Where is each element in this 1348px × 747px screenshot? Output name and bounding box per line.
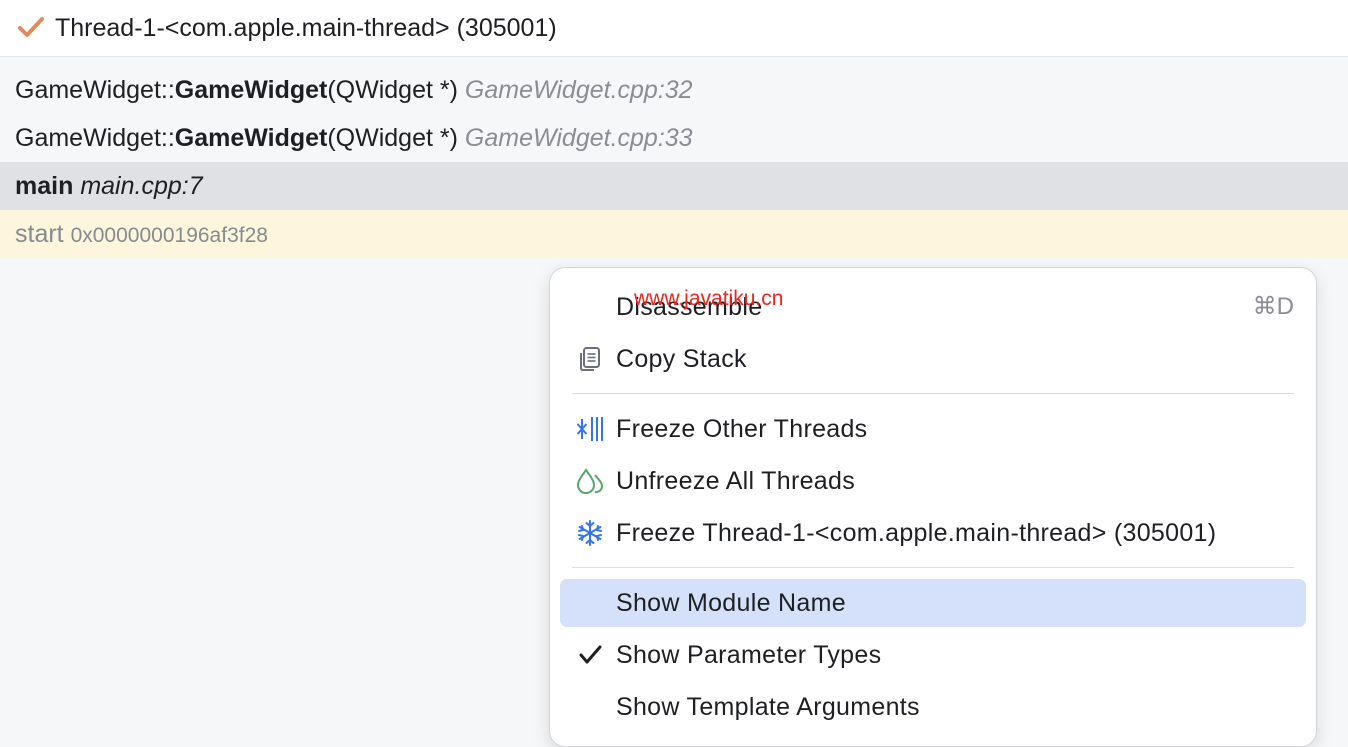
- stack-frames-list: GameWidget::GameWidget(QWidget *) GameWi…: [0, 66, 1348, 258]
- stack-frame[interactable]: GameWidget::GameWidget(QWidget *) GameWi…: [0, 66, 1348, 114]
- menu-item-show-template-arguments[interactable]: Show Template Arguments: [560, 683, 1306, 731]
- frame-class: GameWidget::: [15, 76, 175, 104]
- stack-frame[interactable]: GameWidget::GameWidget(QWidget *) GameWi…: [0, 114, 1348, 162]
- menu-separator: [572, 567, 1294, 568]
- frame-location: GameWidget.cpp:33: [464, 124, 693, 152]
- frame-class: GameWidget::: [15, 124, 175, 152]
- menu-item-label: Disassemble: [616, 293, 763, 321]
- check-icon: [18, 17, 44, 37]
- copy-icon: [580, 347, 600, 371]
- menu-item-label: Unfreeze All Threads: [616, 467, 855, 495]
- stack-frame-library[interactable]: start 0x0000000196af3f28: [0, 210, 1348, 258]
- menu-item-label: Freeze Other Threads: [616, 415, 868, 443]
- menu-item-disassemble[interactable]: Disassemble ⌘D: [560, 283, 1306, 331]
- frame-method: GameWidget: [174, 76, 328, 104]
- menu-item-unfreeze-all-threads[interactable]: Unfreeze All Threads: [560, 457, 1306, 505]
- menu-item-show-parameter-types[interactable]: Show Parameter Types: [560, 631, 1306, 679]
- watermark-text: www.javatiku.cn: [634, 287, 784, 310]
- thread-title: Thread-1-<com.apple.main-thread> (305001…: [55, 14, 557, 42]
- frame-address: 0x0000000196af3f28: [70, 224, 268, 247]
- menu-item-freeze-thread[interactable]: Freeze Thread-1-<com.apple.main-thread> …: [560, 509, 1306, 557]
- stack-frame-selected[interactable]: main main.cpp:7: [0, 162, 1348, 210]
- frame-method: main: [15, 172, 74, 200]
- menu-item-label: Show Template Arguments: [616, 693, 920, 721]
- frame-params: (QWidget *): [327, 76, 458, 104]
- menu-separator: [572, 393, 1294, 394]
- snowflake-icon: [578, 520, 602, 546]
- frame-params: (QWidget *): [327, 124, 458, 152]
- frame-method: GameWidget: [174, 124, 328, 152]
- menu-item-freeze-other-threads[interactable]: Freeze Other Threads: [560, 405, 1306, 453]
- frame-location: main.cpp:7: [80, 172, 203, 200]
- context-menu: Disassemble ⌘D Copy Stack Freeze Other T…: [549, 267, 1317, 747]
- menu-item-show-module-name[interactable]: Show Module Name: [560, 579, 1306, 627]
- menu-item-label: Copy Stack: [616, 345, 747, 373]
- menu-item-label: Show Parameter Types: [616, 641, 882, 669]
- frame-method: start: [15, 220, 64, 248]
- unfreeze-icon: [576, 468, 604, 494]
- check-icon: [579, 645, 602, 664]
- menu-item-label: Freeze Thread-1-<com.apple.main-thread> …: [616, 519, 1217, 547]
- menu-item-label: Show Module Name: [616, 589, 846, 617]
- freeze-other-icon: [576, 417, 603, 441]
- menu-item-shortcut: ⌘D: [1252, 293, 1294, 320]
- thread-header[interactable]: Thread-1-<com.apple.main-thread> (305001…: [0, 0, 1348, 57]
- menu-item-copy-stack[interactable]: Copy Stack: [560, 335, 1306, 383]
- frame-location: GameWidget.cpp:32: [464, 76, 693, 104]
